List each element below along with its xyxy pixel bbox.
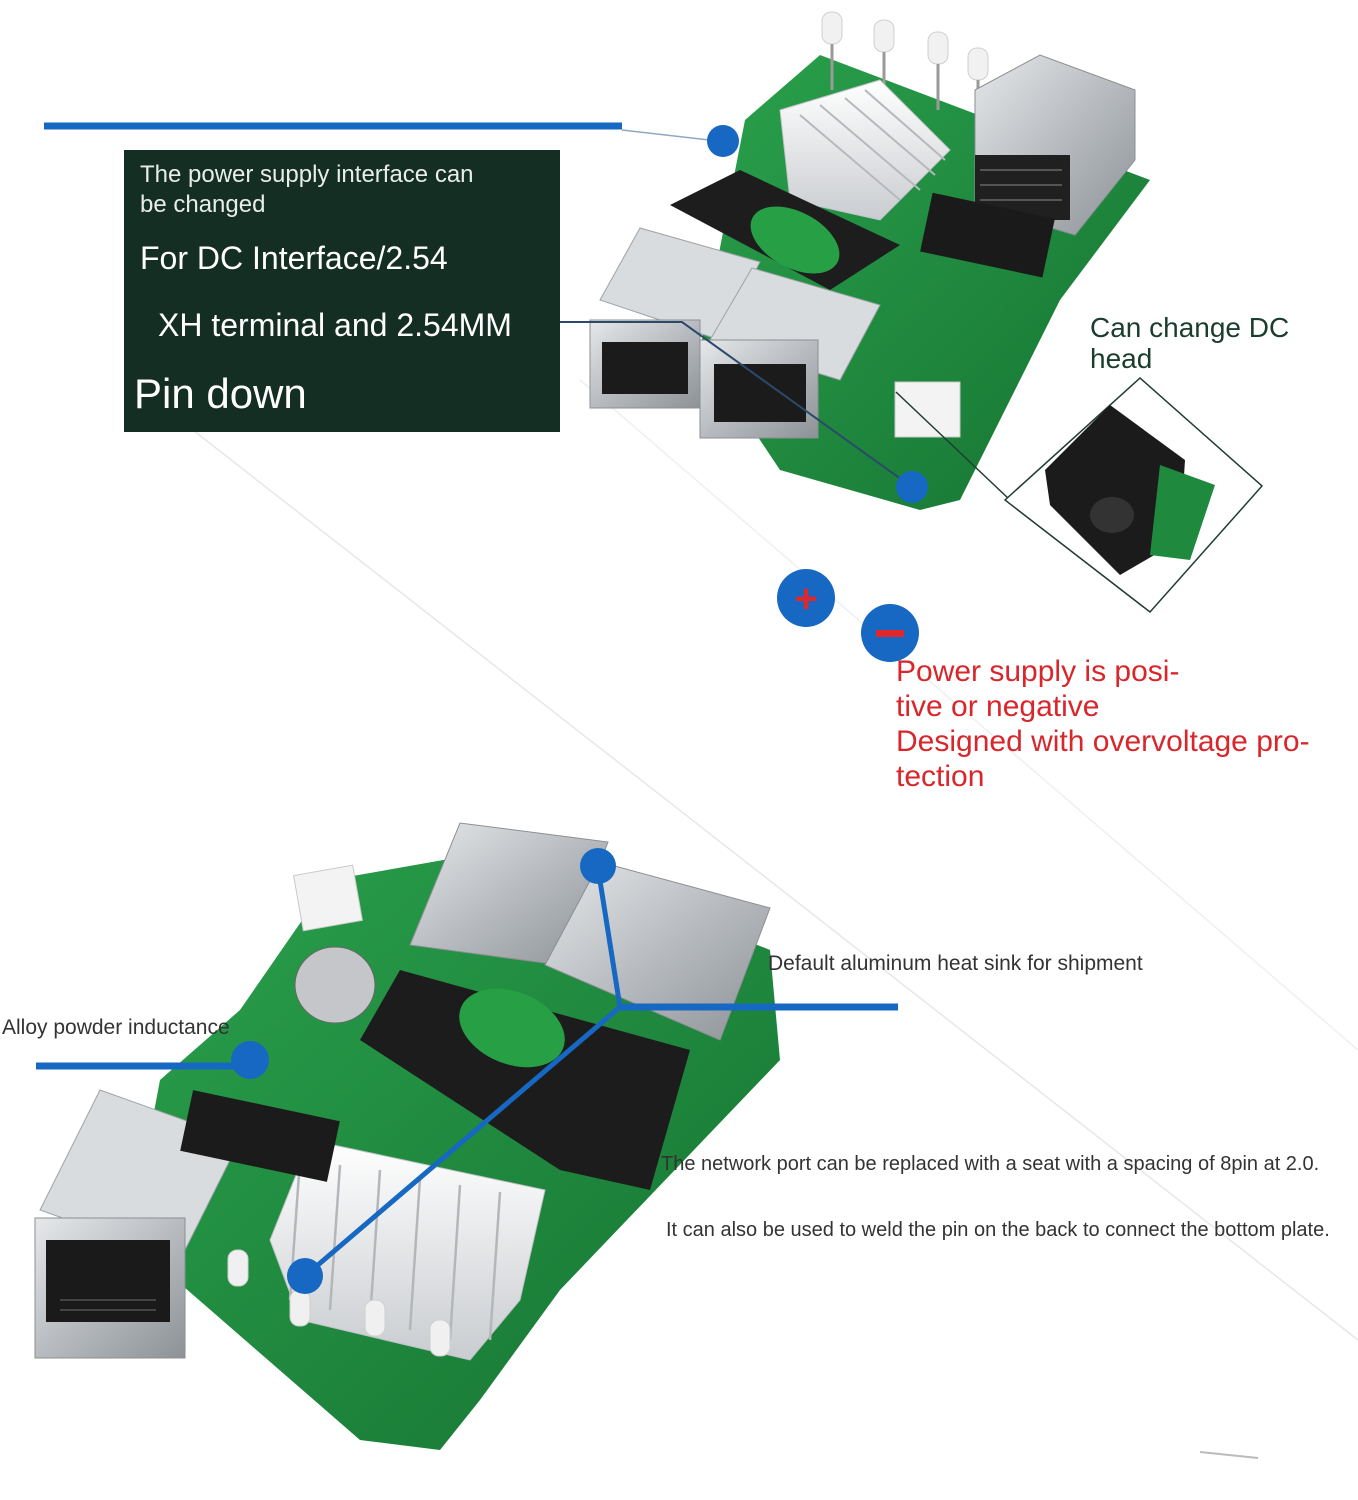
pointer-line-mid (560, 321, 913, 488)
corner-mark (1199, 1451, 1259, 1459)
led-row-bottom (227, 1249, 451, 1357)
main-chip-bottom (360, 970, 690, 1190)
polarity-plus-icon: + (777, 569, 835, 627)
led-row-top (821, 11, 989, 128)
callout-line-3: XH terminal and 2.54MM (158, 307, 512, 343)
callout-line-1: The power supply interface can be change… (140, 161, 474, 218)
xh-terminal-top (894, 381, 961, 438)
pointer-branch-up (595, 867, 623, 1008)
polarity-minus-icon (861, 604, 919, 662)
guide-line (579, 379, 1358, 1051)
pointer-dot-alloy (231, 1041, 269, 1079)
heat-sink-label: Default aluminum heat sink for shipment (768, 952, 1143, 975)
rj45-ports-bottom-back (409, 822, 771, 1041)
capacitor-bottom (294, 946, 376, 1024)
heat-sink-top (779, 79, 951, 221)
pointer-dot-rj45 (580, 848, 616, 884)
polarity-note: Power supply is posi- tive or negative D… (896, 655, 1310, 793)
callout-box (124, 150, 560, 432)
xh-terminal-bottom (293, 864, 363, 932)
qc-sticker-top (750, 206, 840, 274)
callout-line-2: For DC Interface/2.54 (140, 240, 448, 276)
heat-sink-bottom (269, 1139, 546, 1361)
alloy-inductance-label: Alloy powder inductance (2, 1016, 230, 1039)
transformer-chip-bottom (180, 1090, 340, 1182)
pointer-dot-terminal (896, 471, 928, 503)
svg-text:+: + (794, 577, 817, 621)
transformer-chip-top (920, 192, 1055, 278)
dc-head-inset (895, 376, 1264, 614)
pointer-dot-top (707, 125, 739, 157)
weld-pin-label: It can also be used to weld the pin on t… (666, 1219, 1330, 1241)
pointer-dot-heatsink (287, 1258, 323, 1294)
guide-line (179, 419, 1358, 1341)
port-replace-label: The network port can be replaced with a … (661, 1153, 1320, 1175)
pointer-line-thin (621, 129, 719, 142)
dc-head-label: Can change DC head (1090, 312, 1290, 374)
top-pcb-board (589, 11, 1150, 510)
qc-sticker-bottom (459, 988, 565, 1068)
pointer-branch-down (303, 1005, 622, 1278)
rj45-ports-top-front (589, 227, 881, 439)
bottom-pcb-board (34, 822, 780, 1450)
callout-line-4: Pin down (134, 370, 307, 417)
